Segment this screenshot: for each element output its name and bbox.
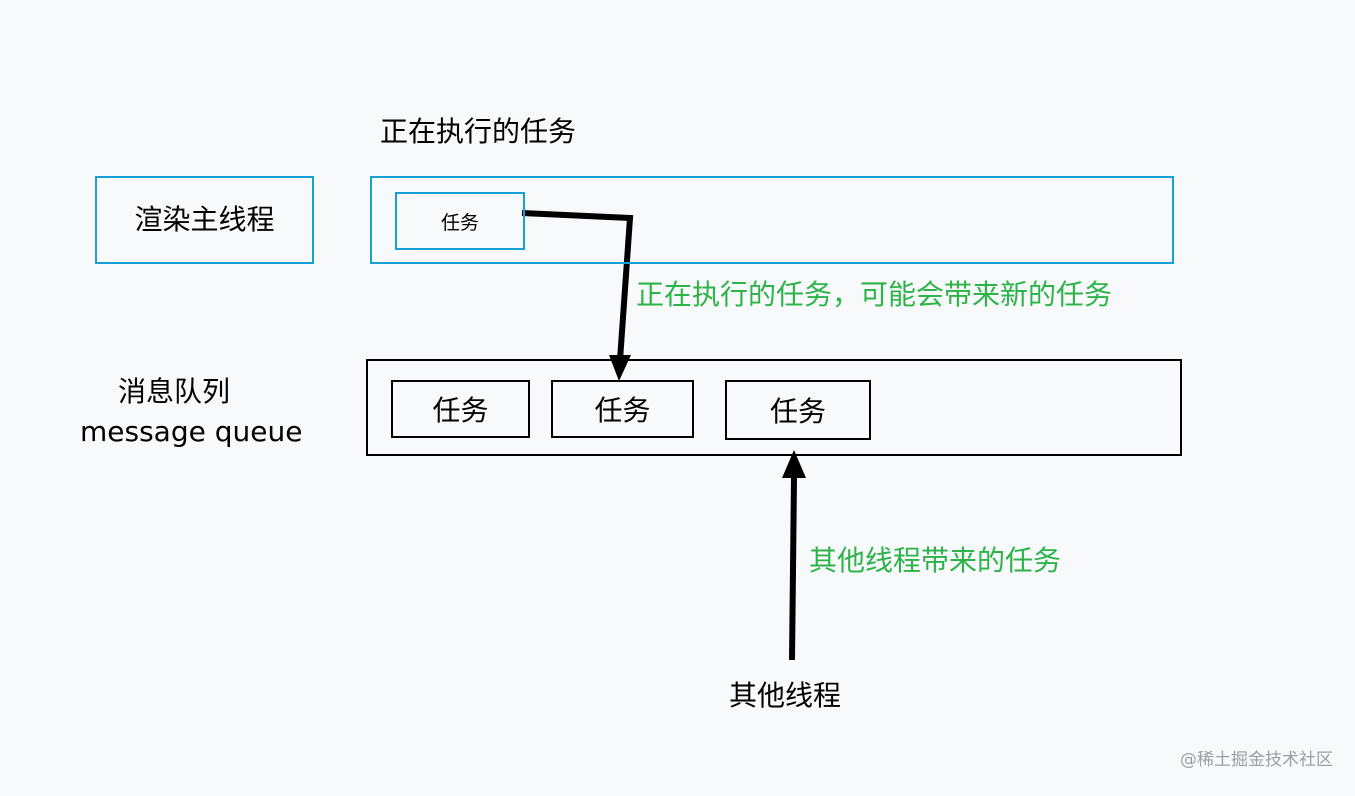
other-threads-label: 其他线程 <box>729 679 842 712</box>
other-threads-note: 其他线程带来的任务 <box>809 544 1062 577</box>
queue-task-box: 任务 <box>725 380 871 440</box>
executing-task-container <box>370 176 1174 264</box>
new-task-note: 正在执行的任务，可能会带来新的任务 <box>636 278 1113 311</box>
executing-tasks-title: 正在执行的任务 <box>380 115 577 148</box>
other-thread-arrow <box>789 477 797 661</box>
queue-task-box: 任务 <box>551 380 694 438</box>
message-queue-label-en: message queue <box>80 415 303 448</box>
message-queue-container <box>366 359 1182 456</box>
new-task-arrowhead <box>609 355 631 381</box>
executing-task-box: 任务 <box>395 192 525 250</box>
new-task-arrow <box>521 210 634 361</box>
render-main-thread-box: 渲染主线程 <box>95 176 314 264</box>
watermark: @稀土掘金技术社区 <box>1180 750 1333 770</box>
other-thread-arrowhead <box>782 450 806 478</box>
queue-task-box: 任务 <box>391 380 530 438</box>
message-queue-label-cn: 消息队列 <box>118 375 231 408</box>
